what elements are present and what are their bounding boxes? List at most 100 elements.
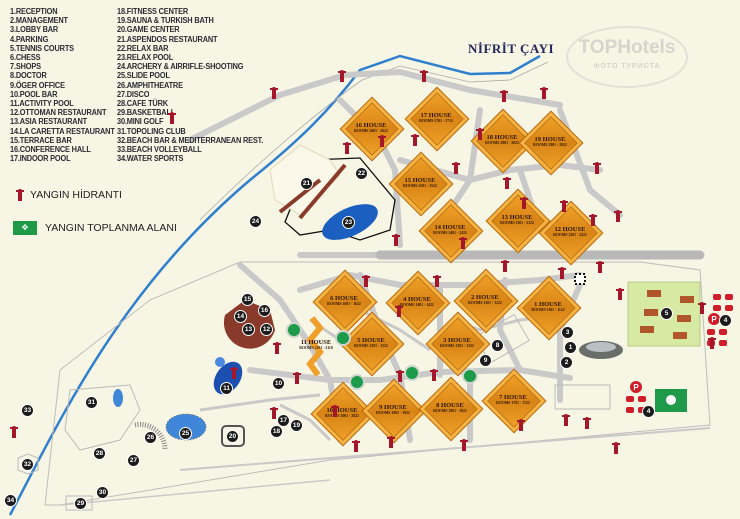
fire-hydrant-icon xyxy=(517,419,525,431)
location-marker: 2 xyxy=(560,356,573,369)
legend-item: 25.SLIDE POOL xyxy=(117,70,170,81)
legend-item: 27.DISCO xyxy=(117,88,150,99)
legend-item: 23.RELAX POOL xyxy=(117,52,174,63)
legend-item: 5.TENNIS COURTS xyxy=(10,42,74,53)
topoling-pool xyxy=(113,389,123,407)
legend-item: 17.INDOOR POOL xyxy=(10,153,71,164)
legend-item: 2.MANAGEMENT xyxy=(10,15,68,26)
legend-item: 24.ARCHERY & AIRRIFLE-SHOOTING xyxy=(117,61,244,72)
hydrant-icon xyxy=(16,189,24,201)
house-name: 15 HOUSE xyxy=(404,177,436,184)
legend-item: 4.PARKING xyxy=(10,33,49,44)
fire-hydrant-icon xyxy=(698,302,706,314)
legend-item: 33.BEACH VOLLEYBALL xyxy=(117,144,202,155)
house-name: 7 HOUSE xyxy=(499,394,527,401)
topoling-club-area xyxy=(64,384,141,451)
legend-hydrant-label: YANGIN HİDRANTI xyxy=(30,189,122,201)
fire-hydrant-icon xyxy=(270,407,278,419)
location-marker: 28 xyxy=(93,447,106,460)
legend-item: 22.RELAX BAR xyxy=(117,42,169,53)
location-marker: 32 xyxy=(21,458,34,471)
fire-hydrant-icon xyxy=(503,177,511,189)
location-marker: 26 xyxy=(144,431,157,444)
house-rooms: ROOMS 2701 - 2712 xyxy=(419,119,453,123)
legend-item: 19.SAUNA & TURKISH BATH xyxy=(117,15,214,26)
house-rooms: ROOMS 1401 - 1422 xyxy=(400,303,434,307)
house-rooms: ROOMS 2601 - 2622 xyxy=(354,129,388,133)
house-name: 17 HOUSE xyxy=(420,112,452,119)
location-marker: 14 xyxy=(234,310,247,323)
house-rooms: ROOMS 2001 - 2022 xyxy=(325,414,359,418)
legend-item: 30.MINI GOLF xyxy=(117,116,164,127)
location-marker: 30 xyxy=(96,486,109,499)
roundabout-tree xyxy=(462,368,478,384)
fire-hydrant-icon xyxy=(395,305,403,317)
fire-hydrant-icon xyxy=(460,439,468,451)
fire-hydrant-icon xyxy=(387,436,395,448)
house-rooms: ROOMS 1901 - 1922 xyxy=(376,411,410,415)
parking-letter: P xyxy=(633,383,639,392)
fire-hydrant-icon xyxy=(433,275,441,287)
fire-hydrant-icon xyxy=(593,162,601,174)
house-rooms: ROOMS 1201 - 1222 xyxy=(468,301,502,305)
legend-assembly-label: YANGIN TOPLANMA ALANI xyxy=(45,222,177,234)
location-marker: 9 xyxy=(479,354,492,367)
legend-item: 10.POOL BAR xyxy=(10,88,58,99)
fire-hydrant-icon xyxy=(338,70,346,82)
fire-hydrant-icon xyxy=(378,135,386,147)
fire-hydrant-icon xyxy=(168,112,176,124)
tennis-courts xyxy=(640,290,694,339)
location-marker: 33 xyxy=(21,404,34,417)
house-rooms: ROOMS 1301 - 1322 xyxy=(440,344,474,348)
location-marker: 19 xyxy=(290,419,303,432)
house-name: 12 HOUSE xyxy=(554,226,586,233)
location-marker: 25 xyxy=(179,427,192,440)
fire-hydrant-icon xyxy=(596,261,604,273)
location-marker: 10 xyxy=(272,377,285,390)
house-rooms: ROOMS 1101 - 1122 xyxy=(531,308,565,312)
location-marker: 1 xyxy=(564,341,577,354)
fire-hydrant-icon xyxy=(708,337,716,349)
location-marker: 12 xyxy=(260,323,273,336)
site-boundary xyxy=(44,261,711,506)
house-name: 18 HOUSE xyxy=(486,134,518,141)
location-marker: 4 xyxy=(642,405,655,418)
location-marker: 23 xyxy=(342,216,355,229)
house-name: 2 HOUSE xyxy=(471,294,499,301)
legend-item: 9.ÖGER OFFICE xyxy=(10,79,65,90)
legend-item: 7.SHOPS xyxy=(10,61,41,72)
house-name: 8 HOUSE xyxy=(436,402,464,409)
fire-hydrant-icon xyxy=(10,426,18,438)
location-marker: 17 xyxy=(277,414,290,427)
parking-letter: P xyxy=(711,315,717,324)
legend-item: 11.ACTIVITY POOL xyxy=(10,98,74,109)
fire-hydrant-icon xyxy=(459,237,467,249)
location-marker: 11 xyxy=(220,382,233,395)
legend-item: 18.FITNESS CENTER xyxy=(117,6,189,16)
location-marker: 24 xyxy=(249,215,262,228)
house-name: 5 HOUSE xyxy=(357,337,385,344)
fire-hydrant-icon xyxy=(273,342,281,354)
location-marker: 15 xyxy=(241,293,254,306)
legend-hydrant: YANGIN HİDRANTI xyxy=(16,189,122,201)
location-marker: 34 xyxy=(4,494,17,507)
house-rooms: ROOMS 1701 - 1722 xyxy=(496,401,530,405)
roundabout-tree xyxy=(349,374,365,390)
parking-sign xyxy=(630,381,642,393)
house-11-building xyxy=(306,316,324,377)
legend-item: 3.LOBBY BAR xyxy=(10,24,59,35)
legend-item: 31.TOPOLING CLUB xyxy=(117,125,186,136)
fire-hydrant-icon xyxy=(293,372,301,384)
house-rooms: ROOMS 1801 - 1822 xyxy=(433,409,467,413)
location-marker: 18 xyxy=(270,425,283,438)
fire-hydrant-icon xyxy=(589,214,597,226)
